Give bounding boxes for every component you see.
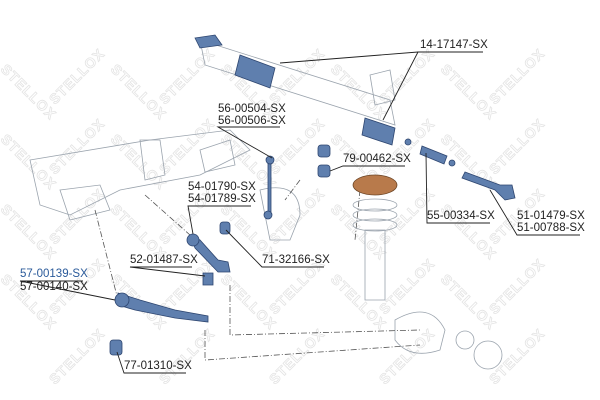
- stabilizer-bushing-clamp: [317, 144, 331, 158]
- label-tie-rod-end-1: 51-01479-SX: [517, 210, 585, 222]
- steering-rack-boots: [234, 54, 396, 146]
- label-tie-rod-end-2: 51-00788-SX: [517, 222, 585, 234]
- watermark-text: STELLOX: [46, 325, 108, 387]
- watermark-text: STELLOX: [266, 325, 328, 387]
- watermark-text: STELLOX: [376, 325, 438, 387]
- stabilizer-bushing: [317, 164, 331, 178]
- watermark-text: STELLOX: [156, 45, 218, 107]
- watermark-text: STELLOX: [266, 185, 328, 247]
- left-tie-rod-end: [194, 34, 223, 49]
- strut-and-knuckle-outline: [364, 229, 503, 370]
- ball-joint: [202, 272, 214, 286]
- upper-arm-bushing: [186, 233, 200, 247]
- label-upper-arm-2: 54-01789-SX: [188, 193, 256, 205]
- label-stabilizer-link-2: 56-00506-SX: [218, 115, 286, 127]
- watermark-text: STELLOX: [486, 325, 548, 387]
- tie-rod-nut: [448, 159, 456, 167]
- label-inner-tie-rod: 55-00334-SX: [427, 210, 495, 222]
- watermark-text: STELLOX: [486, 255, 548, 317]
- label-lower-arm-1: 57-00139-SX: [20, 268, 88, 280]
- watermark-text: STELLOX: [156, 115, 218, 177]
- tie-rod-end: [461, 171, 516, 201]
- label-steering-rack: 14-17147-SX: [420, 39, 488, 51]
- label-lower-arm-2: 57-00140-SX: [20, 281, 88, 293]
- label-arm-bushing: 71-32166-SX: [262, 254, 330, 266]
- label-stabilizer-link-1: 56-00504-SX: [218, 103, 286, 115]
- watermark-text: STELLOX: [46, 45, 108, 107]
- stabilizer-link-bottom: [263, 210, 273, 220]
- watermark-text: STELLOX: [156, 325, 218, 387]
- upper-control-arm: [189, 234, 231, 273]
- watermark-text: STELLOX: [46, 185, 108, 247]
- watermark-text: STELLOX: [46, 115, 108, 177]
- tie-rod-washer: [404, 138, 412, 146]
- spring-seat: [352, 174, 398, 196]
- label-upper-arm-1: 54-01790-SX: [188, 181, 256, 193]
- label-lower-bushing: 77-01310-SX: [124, 360, 192, 372]
- label-ball-joint: 52-01487-SX: [130, 254, 198, 266]
- rack-housing-outline: [199, 39, 396, 126]
- coil-spring: [352, 198, 398, 232]
- watermark-text: STELLOX: [266, 45, 328, 107]
- inner-tie-rod: [419, 145, 448, 165]
- stabilizer-link: [267, 159, 272, 216]
- watermark-text: STELLOX: [486, 45, 548, 107]
- label-stabilizer-bushing: 79-00462-SX: [343, 153, 411, 165]
- lower-arm-bushing: [114, 292, 130, 308]
- watermark-text: STELLOX: [486, 115, 548, 177]
- lower-bushing: [109, 339, 123, 356]
